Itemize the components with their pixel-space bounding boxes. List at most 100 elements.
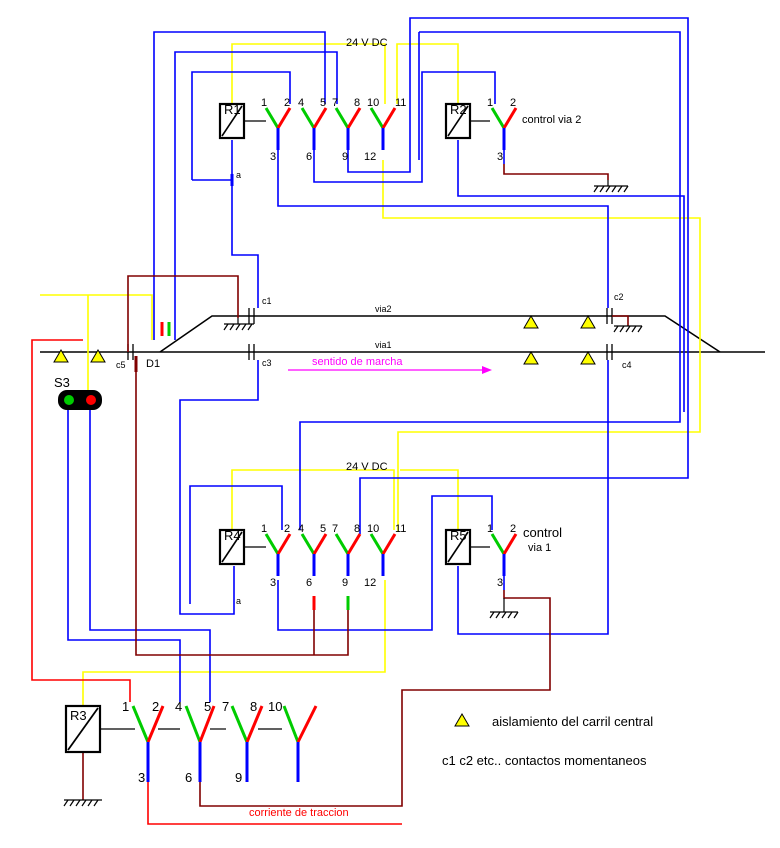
contact-number: 8 (354, 97, 360, 109)
relay-label-r1: R1 (224, 102, 241, 117)
contact-fork (369, 533, 397, 576)
contact-fork (131, 705, 165, 782)
relay-label-r2: R2 (450, 102, 467, 117)
relay-r2 (444, 102, 472, 140)
ground-icon (593, 180, 629, 193)
contact-label-c2: c2 (614, 292, 624, 302)
contact-fork (230, 705, 264, 782)
contact-number: 9 (342, 577, 348, 589)
contact-number: 4 (298, 523, 304, 535)
contact-number: 7 (332, 97, 338, 109)
insulation-triangle (523, 315, 539, 329)
track-layout (40, 315, 765, 353)
contact-number: 3 (270, 577, 276, 589)
contact-number: 2 (284, 97, 290, 109)
contact-number: 10 (268, 699, 282, 714)
direction-arrow (288, 366, 492, 374)
track-label-via2: via2 (375, 304, 392, 314)
ground-icon (489, 598, 519, 619)
contact-number: 8 (354, 523, 360, 535)
contact-number: 12 (364, 151, 376, 163)
contact-number: 6 (306, 151, 312, 163)
text-labels: 24 V DC 24 V DC R1 R2 R4 R5 R3 1 2 4 5 7… (54, 37, 653, 819)
contact-fork (300, 533, 328, 576)
contact-number: 11 (395, 97, 406, 109)
ground-icon (63, 799, 102, 807)
contact-number: 11 (395, 523, 406, 535)
signal-red-lamp (86, 395, 96, 405)
connector-marks (134, 174, 350, 610)
control-via-1-label: control (523, 525, 562, 540)
contact-number: 4 (175, 699, 182, 714)
ground-symbols (63, 180, 643, 807)
contact-fork (334, 533, 362, 576)
insulation-triangle (523, 351, 539, 365)
insulation-triangle (90, 349, 106, 363)
contact-fork (264, 107, 292, 150)
contact-number: 5 (320, 523, 326, 535)
contact-fork (300, 107, 328, 150)
contact-number: 6 (306, 577, 312, 589)
relay-r1 (218, 102, 246, 140)
d1-label: D1 (146, 358, 160, 370)
direction-label: sentido de marcha (312, 356, 403, 368)
contact-number: 5 (204, 699, 211, 714)
relays (64, 102, 472, 754)
legend-contacts-text: c1 c2 etc.. contactos momentaneos (442, 753, 647, 768)
supply-label-top: 24 V DC (346, 37, 388, 49)
contact-number: 6 (185, 770, 192, 785)
contact-number: 8 (250, 699, 257, 714)
contact-label-c5: c5 (116, 360, 126, 370)
contact-fork (184, 705, 216, 782)
contact-fork (334, 107, 362, 150)
supply-label-bottom: 24 V DC (346, 461, 388, 473)
contact-number: 10 (367, 523, 379, 535)
contact-number: 10 (367, 97, 379, 109)
signal-s3 (58, 390, 102, 410)
control-via-2-label: control via 2 (522, 114, 581, 126)
dark-red-wires (82, 164, 629, 807)
contact-number: 3 (497, 151, 503, 163)
contact-number: 1 (487, 523, 493, 535)
contact-label-c3: c3 (262, 358, 272, 368)
contact-number: 2 (510, 523, 516, 535)
yellow-wires (40, 43, 701, 710)
signal-label: S3 (54, 375, 70, 390)
contact-number: 3 (270, 151, 276, 163)
blue-wires (67, 17, 689, 782)
contact-number: 3 (497, 577, 503, 589)
contact-number: 12 (364, 577, 376, 589)
contact-number: 2 (510, 97, 516, 109)
insulation-triangle (580, 351, 596, 365)
track-label-via1: via1 (375, 340, 392, 350)
insulation-triangle (53, 349, 69, 363)
contact-number: 2 (152, 699, 159, 714)
ground-icon (613, 325, 643, 333)
insulation-markers (53, 315, 596, 727)
contact-number: 1 (122, 699, 129, 714)
contact-number: 3 (138, 770, 145, 785)
contact-label-c1: c1 (262, 296, 272, 306)
contact-number: 1 (261, 97, 267, 109)
red-wires (31, 339, 402, 825)
ground-icon (223, 318, 254, 331)
contact-label-a-top: a (236, 170, 241, 180)
contact-fork (369, 107, 397, 150)
relay-r5 (444, 528, 472, 566)
contact-fork (264, 533, 292, 576)
contact-fork (490, 533, 518, 576)
contact-label-a-bottom: a (236, 596, 241, 606)
relay-r3 (64, 704, 102, 754)
relay-label-r5: R5 (450, 528, 467, 543)
legend-insulation-triangle (454, 713, 470, 727)
control-via-1-label-sub: via 1 (528, 542, 551, 554)
contact-forks (131, 107, 518, 782)
contact-number: 9 (342, 151, 348, 163)
contact-number: 5 (320, 97, 326, 109)
contact-label-c4: c4 (622, 360, 632, 370)
traction-current-label: corriente de traccion (249, 807, 349, 819)
relay-label-r4: R4 (224, 528, 241, 543)
signal-green-lamp (64, 395, 74, 405)
relay-coil-links (100, 120, 490, 730)
